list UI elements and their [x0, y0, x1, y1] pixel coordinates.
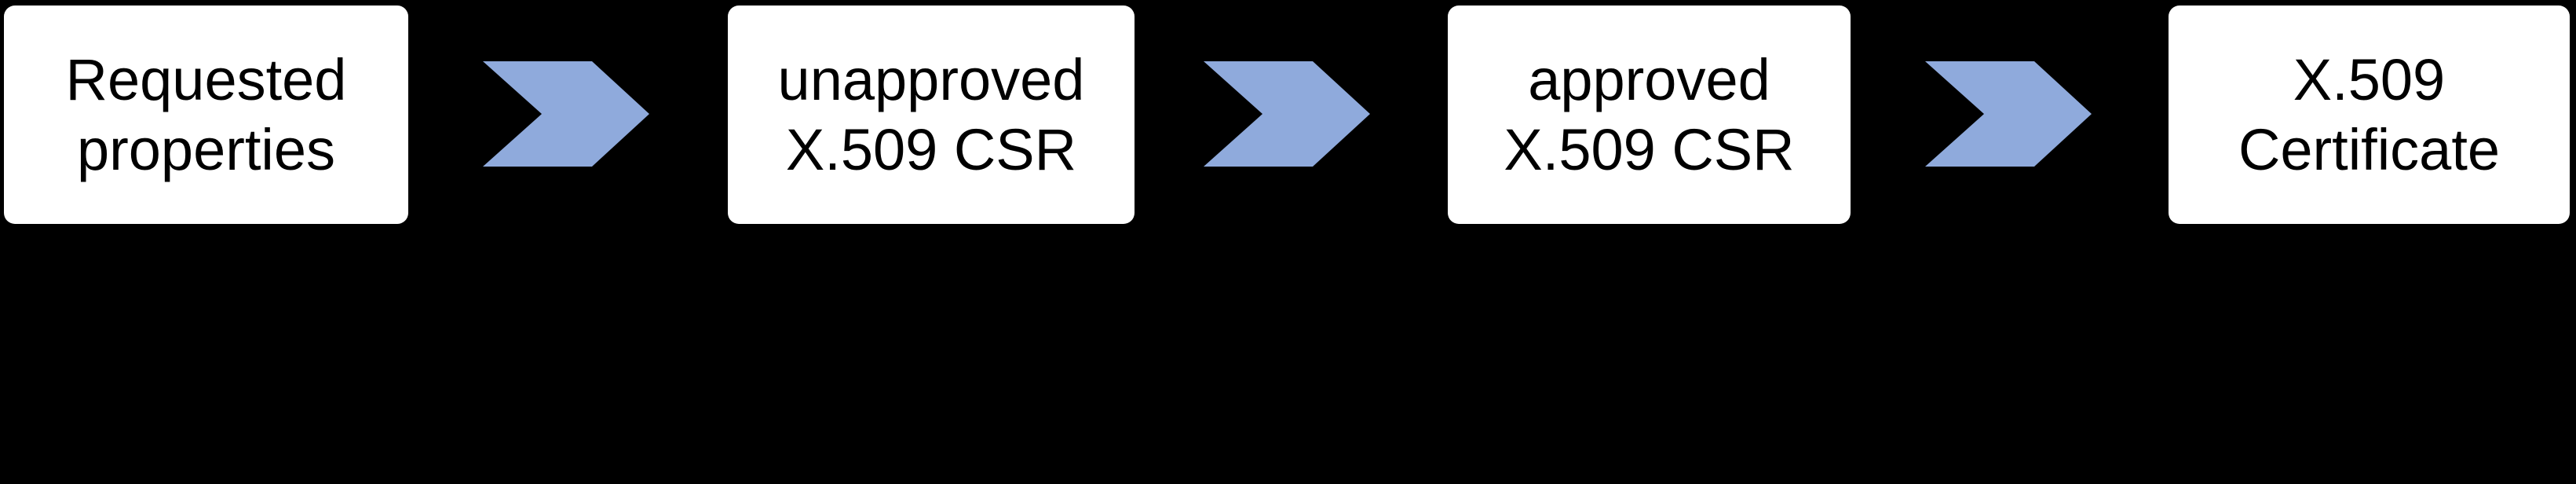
flow-step-x509-certificate: X.509 Certificate: [2169, 6, 2570, 224]
step-label-line: X.509 CSR: [1504, 117, 1795, 182]
flow-step-unapproved-x509-csr: unapproved X.509 CSR: [728, 6, 1135, 224]
chevron-right-icon: [483, 61, 649, 167]
step-label-line: X.509: [2293, 47, 2446, 112]
flow-step-approved-x509-csr: approved X.509 CSR: [1448, 6, 1851, 224]
step-label-line: approved: [1528, 47, 1770, 112]
step-label-line: unapproved: [777, 47, 1085, 112]
chevron-right-icon: [1925, 61, 2092, 167]
step-label-line: properties: [76, 117, 336, 182]
chevron-right-icon: [1204, 61, 1370, 167]
step-label-line: Certificate: [2238, 117, 2501, 182]
step-label-line: X.509 CSR: [785, 117, 1077, 182]
step-label-line: Requested: [65, 47, 347, 112]
flow-step-requested-properties: Requested properties: [4, 6, 408, 224]
